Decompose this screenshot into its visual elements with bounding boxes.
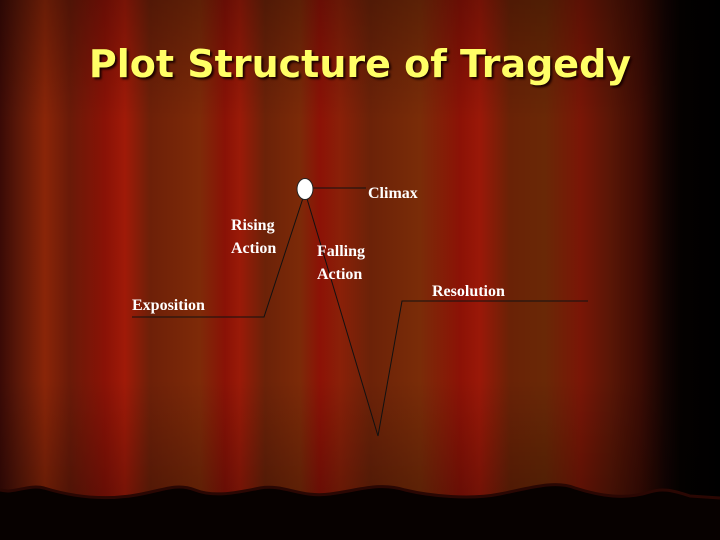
falling-action-label: Falling Action [317, 243, 366, 283]
curtain-hem-shadow [0, 484, 720, 540]
exposition-label: Exposition [132, 297, 205, 314]
climax-marker [296, 178, 314, 200]
slide-title: Plot Structure of Tragedy [88, 42, 632, 86]
curtain-hem-edge [0, 483, 720, 500]
resolution-label: Resolution [432, 283, 505, 300]
climax-label: Climax [368, 185, 418, 202]
rising-action-label: Rising Action [231, 217, 277, 257]
plot-line [132, 190, 588, 437]
curtain-hem [0, 483, 720, 540]
